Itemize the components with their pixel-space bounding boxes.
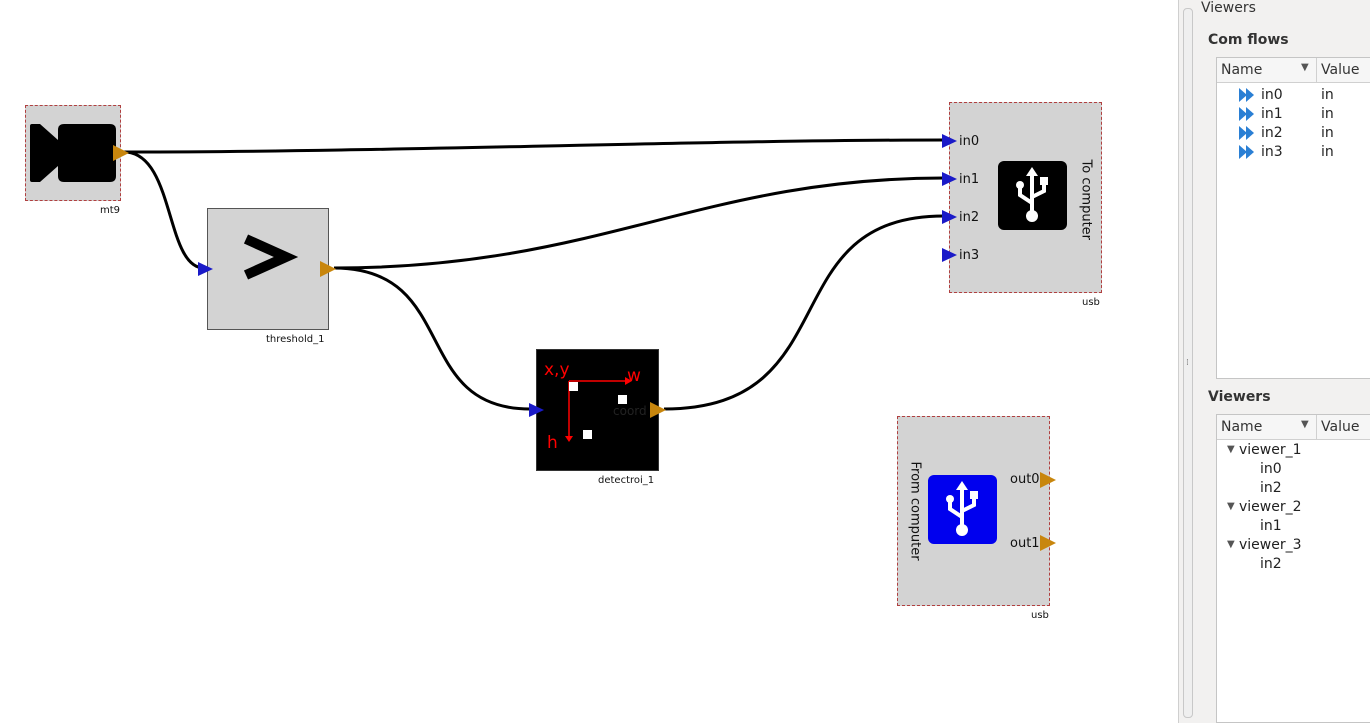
com-flow-row[interactable]: in0 in bbox=[1217, 86, 1370, 105]
to-computer-in3-label: in3 bbox=[959, 248, 980, 263]
com-flow-name: in1 bbox=[1261, 106, 1283, 122]
h-label: h bbox=[547, 433, 558, 453]
wire-threshold-to-detectroi bbox=[333, 266, 531, 411]
block-mt9[interactable] bbox=[25, 105, 129, 201]
from-computer-out0-label: out0 bbox=[1010, 472, 1040, 487]
threshold-input-pin[interactable] bbox=[198, 262, 213, 276]
viewers-header: Name ▼ Value bbox=[1217, 415, 1370, 440]
flow-arrow-icon bbox=[1239, 88, 1254, 102]
flow-arrow-icon bbox=[1239, 145, 1254, 159]
flow-canvas[interactable]: mt9 threshold_1 x,y w h coord detectroi_… bbox=[0, 0, 1178, 723]
expand-triangle-icon[interactable]: ▼ bbox=[1227, 444, 1235, 455]
com-flow-name: in2 bbox=[1261, 125, 1283, 141]
viewer-name: viewer_1 bbox=[1239, 442, 1302, 458]
viewer-child-name: in1 bbox=[1260, 518, 1282, 534]
greater-than-icon bbox=[243, 234, 299, 280]
column-name-header[interactable]: Name bbox=[1221, 62, 1263, 78]
com-flows-title: Com flows bbox=[1208, 32, 1289, 48]
camera-icon bbox=[30, 124, 116, 182]
from-computer-title: From computer bbox=[907, 461, 923, 561]
viewers-panel: Viewers Com flows Name ▼ Value in0 in in… bbox=[1197, 0, 1370, 723]
com-flow-row[interactable]: in2 in bbox=[1217, 124, 1370, 143]
from-computer-out1-pin[interactable] bbox=[1040, 535, 1056, 551]
viewer-child-name: in2 bbox=[1260, 480, 1282, 496]
wire-mt9-to-threshold bbox=[123, 150, 205, 270]
block-mt9-label: mt9 bbox=[100, 205, 121, 216]
viewer-child-row[interactable]: in0 bbox=[1217, 460, 1370, 479]
from-computer-out0-pin[interactable] bbox=[1040, 472, 1056, 488]
usb-icon bbox=[928, 475, 997, 544]
block-from-computer[interactable]: From computer out0 out1 bbox=[897, 416, 1056, 606]
xy-label: x,y bbox=[544, 360, 570, 380]
viewer-name: viewer_3 bbox=[1239, 537, 1302, 553]
viewers-title: Viewers bbox=[1208, 389, 1271, 405]
to-computer-in0-pin[interactable] bbox=[942, 134, 957, 148]
to-computer-in0-label: in0 bbox=[959, 134, 980, 149]
flow-arrow-icon bbox=[1239, 126, 1254, 140]
viewer-child-row[interactable]: in1 bbox=[1217, 517, 1370, 536]
column-value-header[interactable]: Value bbox=[1321, 419, 1360, 435]
to-computer-title: To computer bbox=[1078, 159, 1094, 241]
viewer-child-row[interactable]: in2 bbox=[1217, 479, 1370, 498]
viewer-child-row[interactable]: in2 bbox=[1217, 555, 1370, 574]
viewer-child-name: in0 bbox=[1260, 461, 1282, 477]
com-flow-name: in3 bbox=[1261, 144, 1283, 160]
block-to-computer-label: usb bbox=[1082, 297, 1100, 308]
detectroi-output-pin[interactable] bbox=[650, 402, 666, 418]
from-computer-out1-label: out1 bbox=[1010, 536, 1040, 551]
block-threshold-label: threshold_1 bbox=[266, 334, 325, 345]
com-flow-row[interactable]: in3 in bbox=[1217, 143, 1370, 162]
com-flow-value: in bbox=[1321, 144, 1334, 160]
com-flow-value: in bbox=[1321, 125, 1334, 141]
viewer-child-name: in2 bbox=[1260, 556, 1282, 572]
scrollbar-track[interactable] bbox=[1183, 8, 1193, 718]
threshold-output-pin[interactable] bbox=[320, 261, 336, 277]
connections-layer bbox=[123, 138, 945, 411]
block-to-computer[interactable]: in0 in1 in2 in3 To computer bbox=[942, 102, 1102, 293]
flow-arrow-icon bbox=[1239, 107, 1254, 121]
block-detectroi[interactable]: x,y w h coord bbox=[529, 349, 666, 471]
to-computer-in1-pin[interactable] bbox=[942, 172, 957, 186]
com-flow-name: in0 bbox=[1261, 87, 1283, 103]
wire-detectroi-to-in2 bbox=[663, 214, 945, 411]
to-computer-in1-label: in1 bbox=[959, 172, 980, 187]
wire-threshold-to-in1 bbox=[333, 176, 945, 270]
com-flows-header: Name ▼ Value bbox=[1217, 58, 1370, 83]
com-flow-value: in bbox=[1321, 106, 1334, 122]
sort-down-icon[interactable]: ▼ bbox=[1301, 62, 1309, 73]
sort-down-icon[interactable]: ▼ bbox=[1301, 419, 1309, 430]
viewer-row[interactable]: ▼ viewer_1 bbox=[1217, 441, 1370, 460]
to-computer-in2-pin[interactable] bbox=[942, 210, 957, 224]
block-from-computer-label: usb bbox=[1031, 610, 1049, 621]
viewers-tree[interactable]: Name ▼ Value ▼ viewer_1 in0 in2 ▼ viewer… bbox=[1216, 414, 1370, 723]
com-flow-row[interactable]: in1 in bbox=[1217, 105, 1370, 124]
to-computer-in3-pin[interactable] bbox=[942, 248, 957, 262]
column-name-header[interactable]: Name bbox=[1221, 419, 1263, 435]
wire-mt9-to-in0 bbox=[123, 138, 945, 154]
roi-diagram-icon bbox=[565, 377, 632, 442]
com-flows-tree[interactable]: Name ▼ Value in0 in in1 in in2 in in3 in bbox=[1216, 57, 1370, 379]
panel-title: Viewers bbox=[1201, 0, 1256, 16]
expand-triangle-icon[interactable]: ▼ bbox=[1227, 501, 1235, 512]
splitter-grip-icon[interactable]: ⁞ bbox=[1186, 358, 1189, 368]
to-computer-in2-label: in2 bbox=[959, 210, 980, 225]
coord-overlay-label: coord bbox=[613, 404, 647, 418]
viewer-name: viewer_2 bbox=[1239, 499, 1302, 515]
column-value-header[interactable]: Value bbox=[1321, 62, 1360, 78]
panel-splitter[interactable]: ⁞ bbox=[1178, 0, 1197, 723]
block-detectroi-label: detectroi_1 bbox=[598, 475, 655, 486]
mt9-output-pin[interactable] bbox=[113, 145, 129, 161]
expand-triangle-icon[interactable]: ▼ bbox=[1227, 539, 1235, 550]
block-threshold[interactable] bbox=[198, 208, 336, 330]
com-flow-value: in bbox=[1321, 87, 1334, 103]
viewer-row[interactable]: ▼ viewer_3 bbox=[1217, 536, 1370, 555]
usb-icon bbox=[998, 161, 1067, 230]
detectroi-input-pin[interactable] bbox=[529, 403, 544, 417]
viewer-row[interactable]: ▼ viewer_2 bbox=[1217, 498, 1370, 517]
